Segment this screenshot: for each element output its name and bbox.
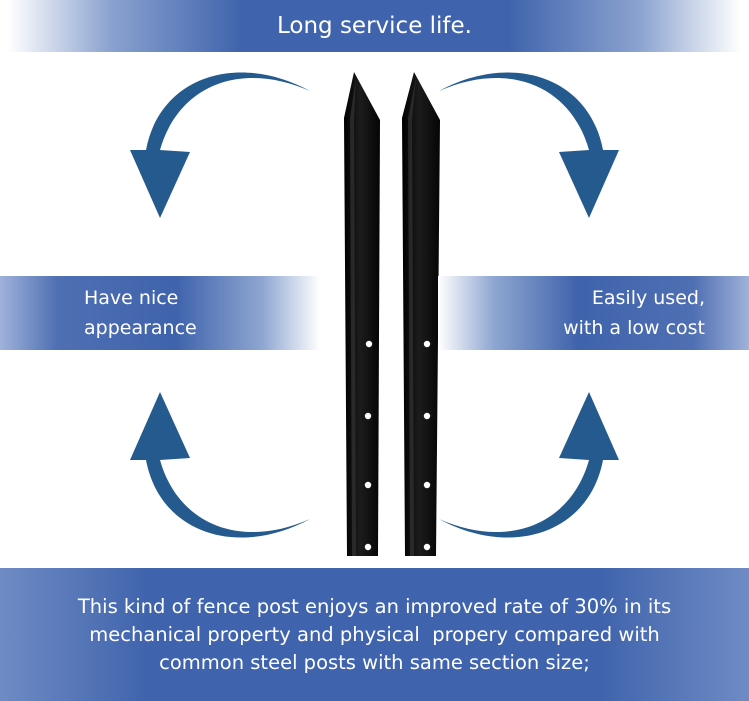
fence-post-right [402,72,440,556]
curved-arrow-bottom-right-icon [439,392,619,538]
post-hole [364,412,372,420]
right-banner: Easily used, with a low cost [438,276,749,350]
left-banner: Have nice appearance [0,276,320,350]
post-hole [365,340,373,348]
curved-arrow-top-right-icon [439,72,619,219]
fence-post-left [344,72,380,556]
left-banner-line1: Have nice [84,287,179,309]
post-hole [423,481,431,489]
post-hole [364,481,372,489]
bottom-banner-line2: mechanical property and physical propery… [89,622,660,646]
post-hole [364,543,372,551]
post-hole [423,340,431,348]
curved-arrow-top-left-icon [130,72,310,219]
bottom-banner-line3: common steel posts with same section siz… [159,650,590,674]
curved-arrow-bottom-left-icon [130,392,310,538]
right-banner-line1: Easily used, [591,287,705,309]
right-banner-line2: with a low cost [563,317,705,339]
post-hole [423,412,431,420]
left-banner-line2: appearance [84,317,197,339]
top-banner-text: Long service life. [276,13,472,39]
post-hole [423,543,431,551]
bottom-banner: This kind of fence post enjoys an improv… [0,568,749,701]
bottom-banner-line1: This kind of fence post enjoys an improv… [77,594,672,618]
top-banner: Long service life. [8,0,741,52]
